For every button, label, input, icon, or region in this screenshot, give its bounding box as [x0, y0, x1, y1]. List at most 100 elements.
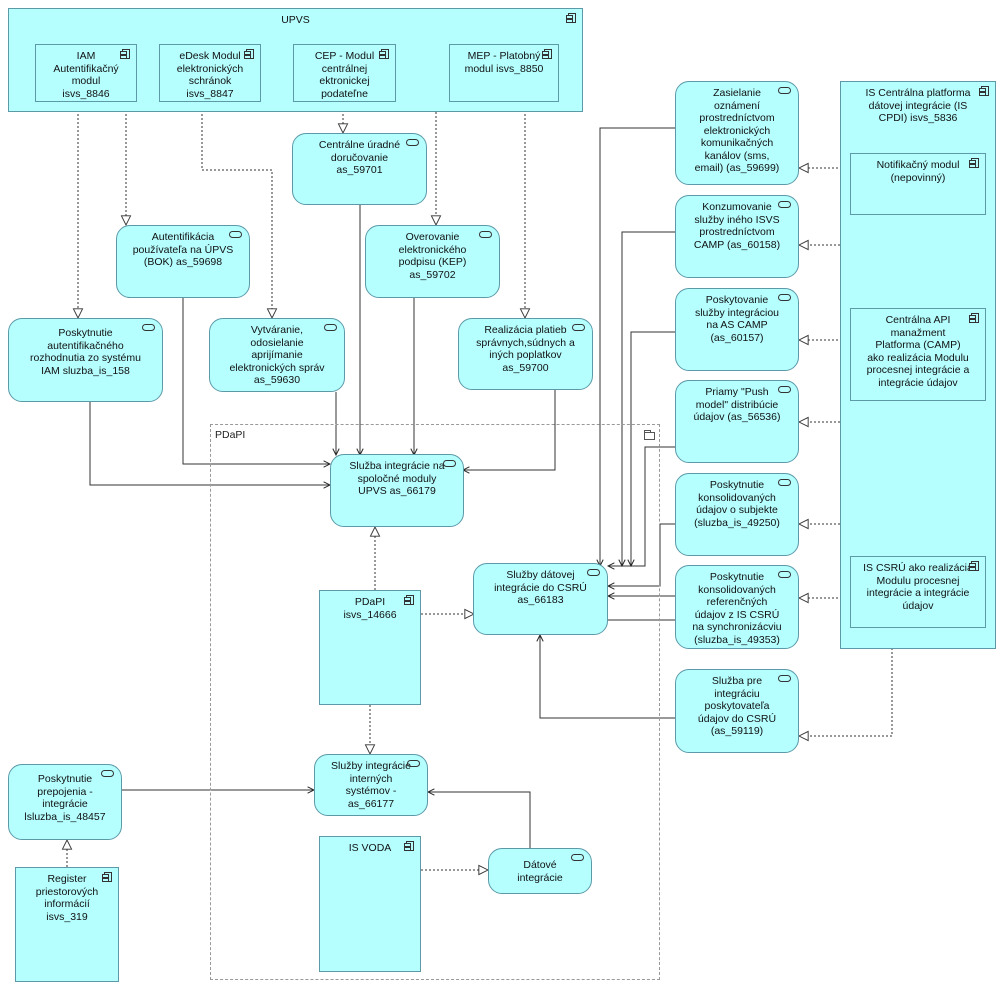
service-icon [778, 386, 791, 393]
kep-label: Overovanie elektronického podpisu (KEP) … [398, 231, 467, 281]
service-icon [101, 770, 114, 777]
upvs-component[interactable]: UPVS [8, 8, 583, 112]
cpdi-component[interactable]: IS Centrálna platforma dátovej integráci… [840, 81, 996, 649]
component-icon [120, 49, 130, 59]
component-icon [566, 13, 576, 23]
cpdi-label: IS Centrálna platforma dátovej integráci… [865, 87, 971, 124]
pdapi-group: PDaPI [210, 424, 660, 980]
camp-label: Centrálna API manažment Platforma (CAMP)… [866, 314, 970, 389]
pdapi-label: PDaPI isvs_14666 [343, 596, 397, 621]
csru-int-label: Služby dátovej integrácie do CSRÚ as_661… [494, 569, 587, 606]
folder-icon [644, 430, 655, 440]
datove-label: Dátové integrácie [517, 859, 563, 884]
service-icon [572, 324, 585, 331]
service-icon [324, 324, 337, 331]
component-icon [102, 872, 112, 882]
flow-konsol-sub-csru [608, 523, 675, 586]
csru-int-service[interactable]: Služby dátovej integrácie do CSRÚ as_661… [473, 563, 608, 635]
iam-component[interactable]: IAM Autentifikačný modul isvs_8846 [35, 44, 137, 102]
iam-label: IAM Autentifikačný modul isvs_8846 [53, 50, 119, 100]
component-icon [969, 158, 979, 168]
service-icon [571, 854, 584, 861]
push-label: Priamy "Push model" distribúcie údajov (… [693, 386, 781, 423]
zasielanie-service[interactable]: Zasielanie oznámení prostredníctvom elek… [675, 81, 799, 185]
sluzba-csru-service[interactable]: Služba pre integráciu poskytovateľa údaj… [675, 669, 799, 753]
cep-component[interactable]: CEP - Modul centrálnej ektronickej podat… [293, 44, 396, 102]
link-edesk-vytvaranie [201, 102, 272, 318]
service-icon [778, 294, 791, 301]
vytvaranie-service[interactable]: Vytváranie, odosielanie aprijímanie elek… [209, 318, 345, 392]
component-icon [404, 595, 414, 605]
flow-auth-dec-upvs [89, 402, 330, 485]
prepojenie-label: Poskytnutie prepojenia - integrácie lslu… [24, 773, 106, 823]
push-service[interactable]: Priamy "Push model" distribúcie údajov (… [675, 380, 799, 463]
konsol-ref-label: Poskytnutie konsolidovaných referenčných… [692, 571, 782, 646]
service-icon [778, 571, 791, 578]
flow-datove-interne [428, 792, 531, 848]
notif-label: Notifikačný modul (nepovinný) [876, 159, 960, 184]
konsol-ref-service[interactable]: Poskytnutie konsolidovaných referenčných… [675, 565, 799, 649]
pdapi-component[interactable]: PDaPI isvs_14666 [319, 590, 421, 705]
auth-dec-label: Poskytnutie autentifikačného rozhodnutia… [30, 327, 141, 377]
platby-label: Realizácia platieb správnych,súdnych a i… [476, 324, 575, 374]
platby-service[interactable]: Realizácia platieb správnych,súdnych a i… [458, 318, 593, 390]
auth-bok-label: Autentifikácia používateľa na ÚPVS (BOK)… [132, 231, 234, 268]
voda-label: IS VODA [348, 842, 392, 854]
flow-platby-upvs [463, 390, 556, 470]
sluzba-upvs-label: Služba integrácie na spoločné moduly UPV… [349, 460, 445, 497]
service-icon [142, 324, 155, 331]
notif-component[interactable]: Notifikačný modul (nepovinný) [850, 153, 986, 215]
interne-label: Služby integrácie interných systémov - a… [331, 760, 411, 810]
voda-component[interactable]: IS VODA [319, 836, 421, 972]
service-icon [479, 231, 492, 238]
csru-mod-component[interactable]: IS CSRÚ ako realizácia Modulu procesnej … [850, 556, 986, 628]
auth-dec-service[interactable]: Poskytnutie autentifikačného rozhodnutia… [8, 318, 163, 402]
poskyt-camp-label: Poskytovanie služby integráciou na AS CA… [694, 294, 780, 344]
poskyt-camp-service[interactable]: Poskytovanie služby integráciou na AS CA… [675, 288, 799, 371]
pdapi-group-label: PDaPI [215, 429, 246, 441]
datove-service[interactable]: Dátové integrácie [488, 848, 592, 894]
flow-auth-bok-upvs [182, 298, 330, 464]
flow-push-csru [608, 446, 675, 566]
mep-label: MEP - Platobný modul isvs_8850 [464, 50, 544, 75]
service-icon [229, 231, 242, 238]
upvs-label: UPVS [281, 14, 310, 26]
link-csru-sluzba [799, 628, 893, 736]
csru-mod-label: IS CSRÚ ako realizácia Modulu procesnej … [863, 562, 973, 612]
central-doruc-service[interactable]: Centrálne úradné doručovanie as_59701 [292, 133, 427, 205]
component-icon [244, 49, 254, 59]
service-icon [778, 479, 791, 486]
auth-bok-service[interactable]: Autentifikácia používateľa na ÚPVS (BOK)… [116, 225, 250, 298]
flow-sluzba-csru [540, 635, 675, 719]
flow-konzum-csru [622, 231, 675, 566]
mep-component[interactable]: MEP - Platobný modul isvs_8850 [449, 44, 559, 102]
service-icon [778, 201, 791, 208]
service-icon [406, 139, 419, 146]
component-icon [379, 49, 389, 59]
service-icon [778, 675, 791, 682]
konsol-sub-service[interactable]: Poskytnutie konsolidovaných údajov o sub… [675, 473, 799, 556]
zasielanie-label: Zasielanie oznámení prostredníctvom elek… [694, 87, 780, 174]
sluzba-csru-label: Služba pre integráciu poskytovateľa údaj… [697, 675, 777, 737]
register-label: Register priestorových informácií isvs_3… [35, 873, 99, 923]
central-doruc-label: Centrálne úradné doručovanie as_59701 [318, 139, 401, 176]
edesk-label: eDesk Modul elektronických schránok isvs… [176, 50, 244, 100]
flow-poskyt-csru [631, 331, 675, 566]
component-icon [404, 841, 414, 851]
camp-component[interactable]: Centrálna API manažment Platforma (CAMP)… [850, 308, 986, 401]
service-icon [443, 460, 456, 467]
sluzba-upvs-service[interactable]: Služba integrácie na spoločné moduly UPV… [330, 454, 464, 527]
flow-zasielanie-csru [600, 127, 675, 566]
interne-service[interactable]: Služby integrácie interných systémov - a… [314, 754, 428, 816]
cep-label: CEP - Modul centrálnej ektronickej podat… [314, 50, 375, 100]
kep-service[interactable]: Overovanie elektronického podpisu (KEP) … [365, 225, 500, 298]
konzum-service[interactable]: Konzumovanie služby iného ISVS prostredn… [675, 195, 799, 278]
prepojenie-service[interactable]: Poskytnutie prepojenia - integrácie lslu… [8, 764, 122, 840]
register-component[interactable]: Register priestorových informácií isvs_3… [15, 867, 119, 982]
component-icon [979, 86, 989, 96]
konzum-label: Konzumovanie služby iného ISVS prostredn… [693, 201, 781, 251]
edesk-component[interactable]: eDesk Modul elektronických schránok isvs… [159, 44, 261, 102]
konsol-sub-label: Poskytnutie konsolidovaných údajov o sub… [694, 479, 780, 529]
service-icon [587, 569, 600, 576]
vytvaranie-label: Vytváranie, odosielanie aprijímanie elek… [229, 324, 325, 386]
